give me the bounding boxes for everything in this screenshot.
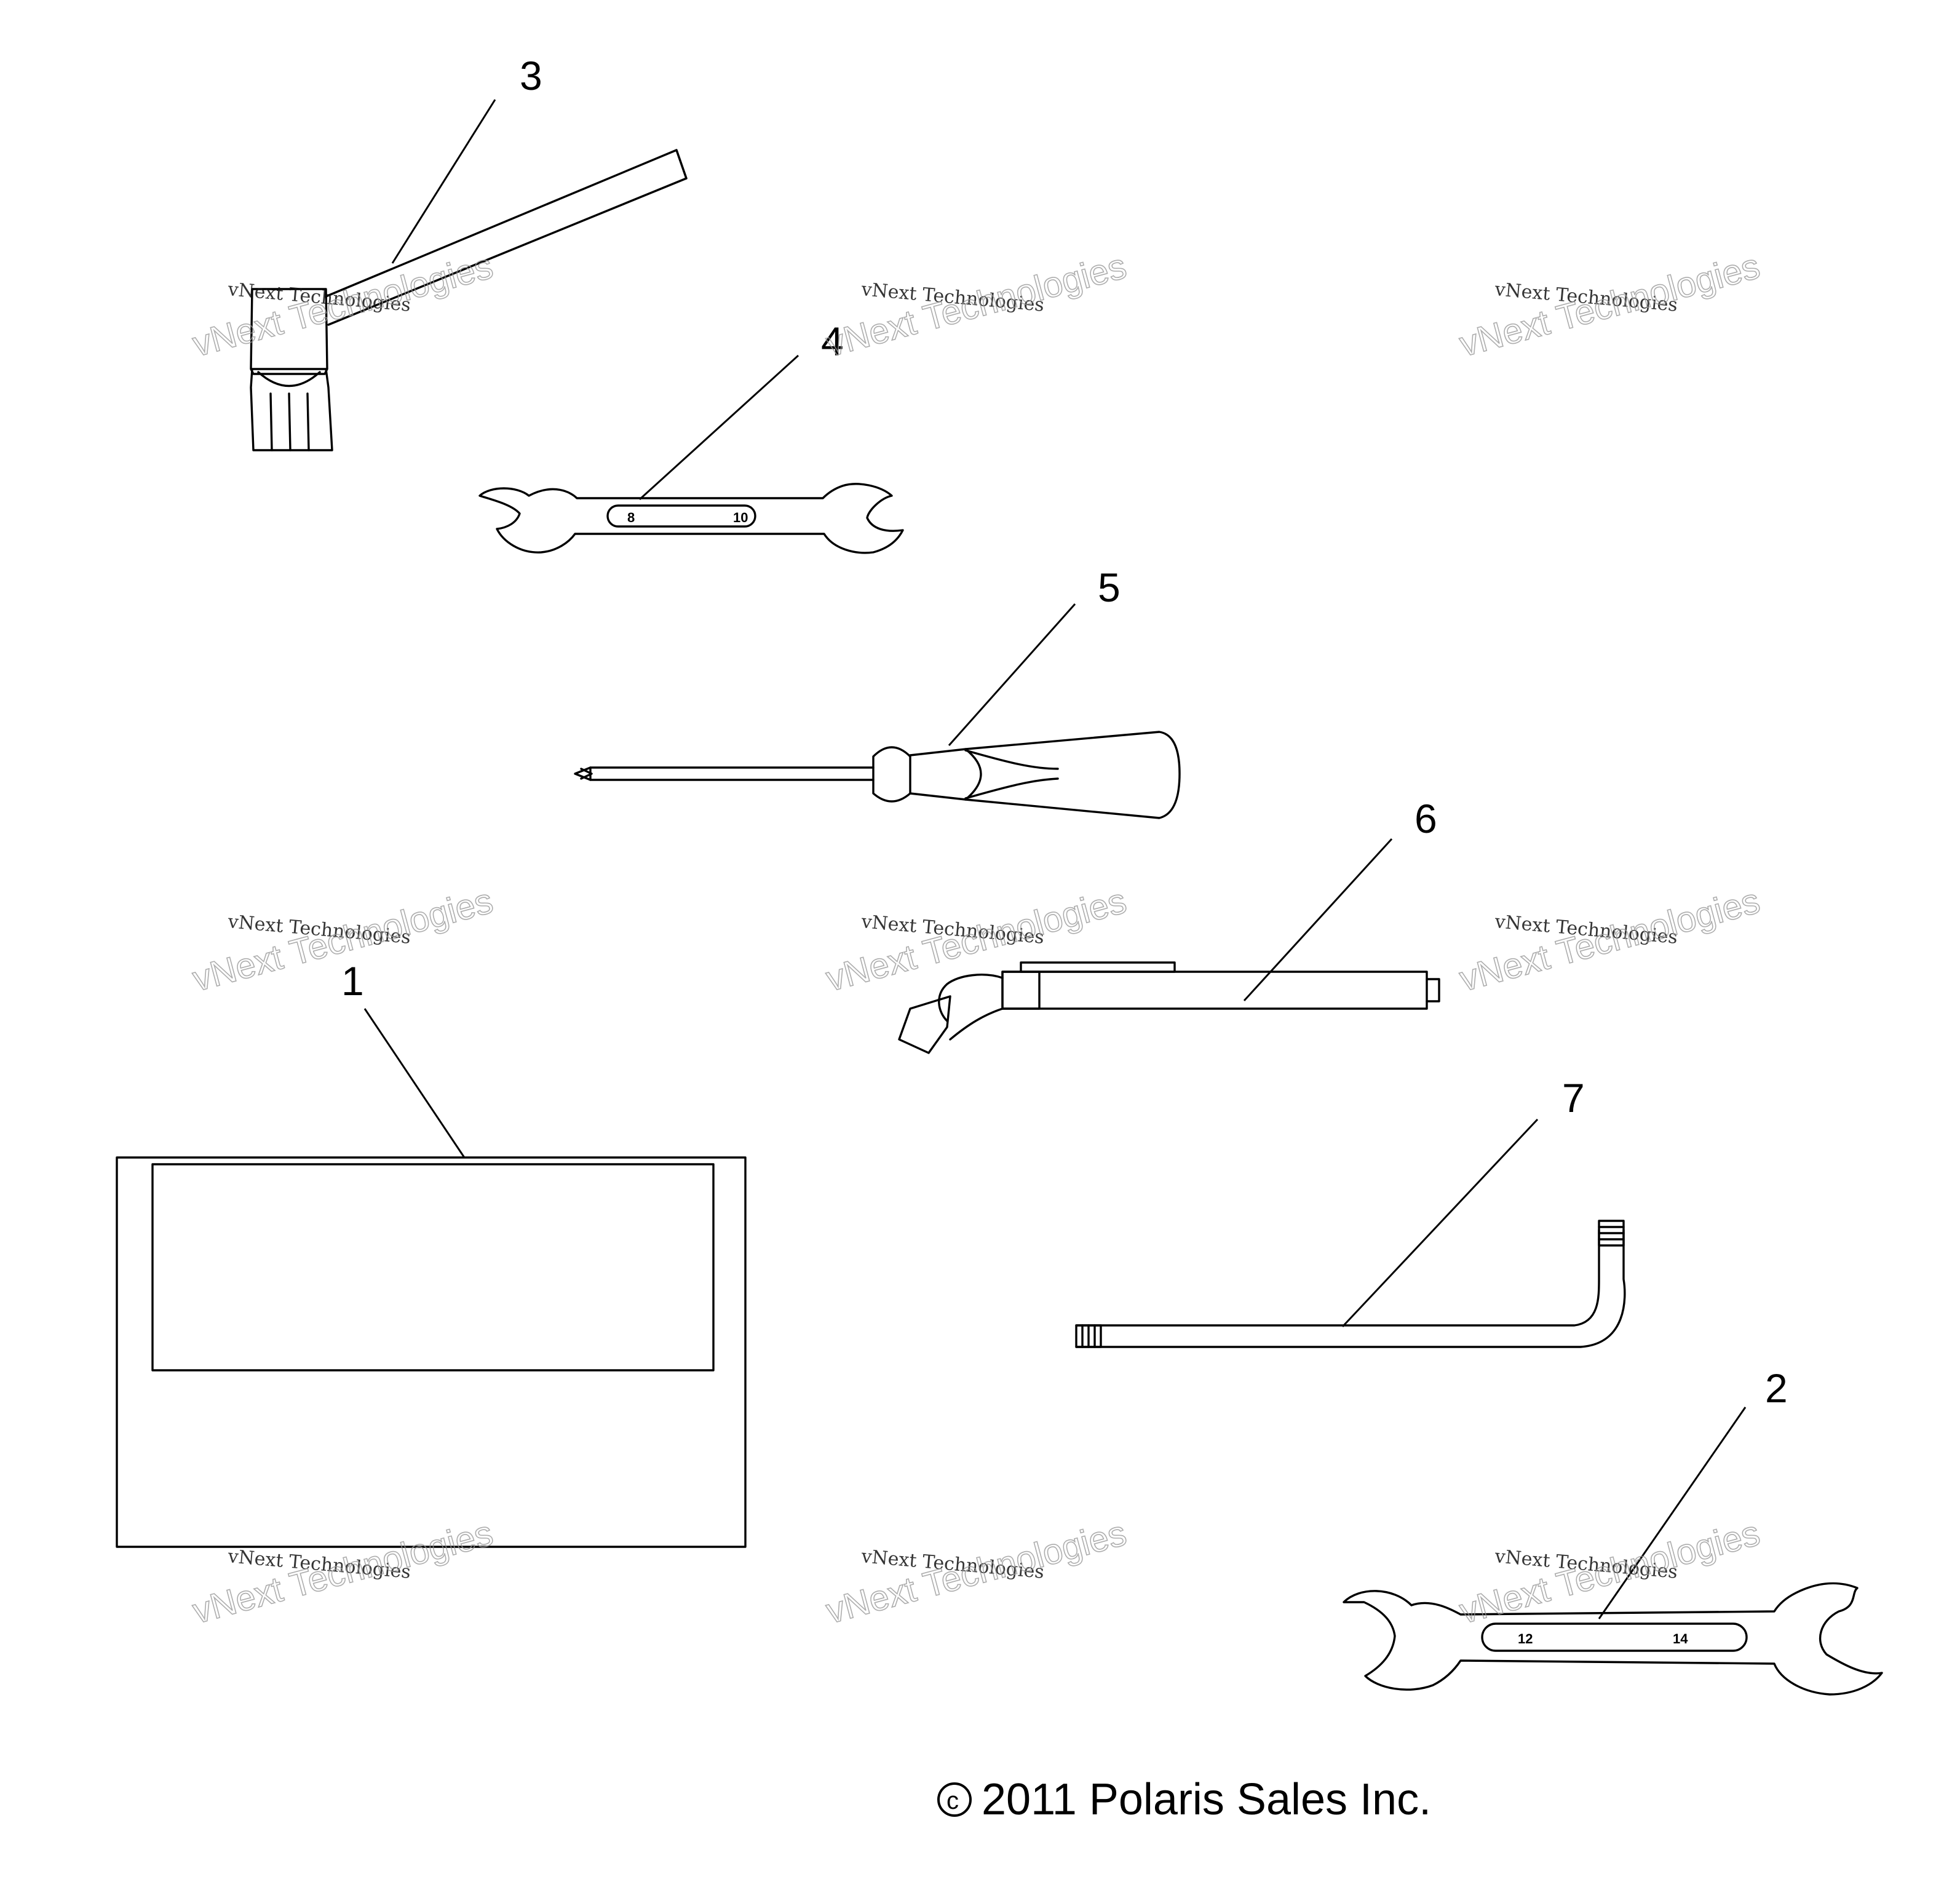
- callout-7: 7: [1562, 1075, 1585, 1121]
- svg-text:vNext Technologies: vNext Technologies: [189, 1513, 498, 1632]
- part-4-open-end-wrench: 8 10: [478, 483, 904, 554]
- callout-1: 1: [341, 958, 364, 1004]
- watermark: vNext Technologies: [1455, 245, 1764, 365]
- part-7-hex-key: [1075, 1220, 1626, 1348]
- watermark: vNext Technologies: [1455, 880, 1764, 999]
- wrench-12-label: 12: [1518, 1631, 1533, 1646]
- wrench-8-label: 8: [627, 510, 635, 525]
- copyright-text: 2011 Polaris Sales Inc.: [982, 1775, 1431, 1824]
- leader-lines: [363, 99, 1747, 1619]
- wrench-14-label: 14: [1673, 1631, 1688, 1646]
- watermark: vNext Technologies: [188, 1512, 498, 1632]
- watermarks: vNext Technologies vNext Technologies vN…: [188, 245, 1764, 1632]
- callout-3: 3: [520, 53, 542, 98]
- copyright-circle: [937, 1782, 972, 1817]
- callout-2: 2: [1765, 1365, 1788, 1411]
- copyright: c 2011 Polaris Sales Inc.: [937, 1775, 1431, 1824]
- svg-text:vNext Technologies: vNext Technologies: [822, 1513, 1131, 1632]
- svg-text:vNext Technologies: vNext Technologies: [1456, 246, 1764, 365]
- callout-6: 6: [1414, 796, 1437, 841]
- part-6-ratchet: [898, 961, 1440, 1054]
- copyright-symbol: c: [946, 1787, 959, 1814]
- part-5-screwdriver: [574, 731, 1181, 819]
- svg-text:vNext Technologies: vNext Technologies: [1456, 881, 1764, 999]
- watermark: vNext Technologies: [822, 880, 1131, 999]
- watermark: vNext Technologies: [822, 245, 1131, 365]
- part-1-manual: [116, 1156, 747, 1548]
- watermark: vNext Technologies: [188, 245, 498, 365]
- svg-text:vNext Technologies: vNext Technologies: [189, 246, 498, 365]
- wrench-10-label: 10: [733, 510, 748, 525]
- watermark: vNext Technologies: [822, 1512, 1131, 1632]
- callout-4: 4: [821, 319, 844, 364]
- part-2-open-end-wrench: 12 14: [1343, 1582, 1883, 1696]
- svg-text:vNext Technologies: vNext Technologies: [822, 246, 1131, 365]
- svg-text:vNext Technologies: vNext Technologies: [822, 881, 1131, 999]
- callout-numbers: 3 4 5 6 1 7 2: [341, 53, 1788, 1411]
- part-3-socket-wrench: [250, 149, 688, 451]
- callout-5: 5: [1098, 565, 1121, 610]
